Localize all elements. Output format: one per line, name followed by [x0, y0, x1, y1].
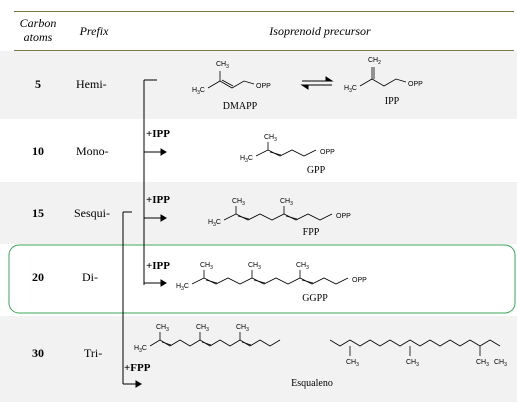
compound-dmapp: DMAPP	[222, 101, 258, 112]
ggpp-ch3-0: CH3	[248, 262, 261, 271]
ggpp-highlight-box	[8, 244, 516, 314]
sq-left-head-ch3: CH3	[156, 324, 169, 333]
fpp-h3c: H3C	[208, 219, 221, 228]
ggpp-head	[191, 270, 205, 285]
sq-right-backbone	[329, 339, 501, 347]
step-ipp-3: +IPP	[146, 260, 170, 272]
prefix-di: Di-	[82, 270, 98, 284]
ipp-chain	[359, 78, 407, 87]
compound-ggpp: GGPP	[302, 293, 328, 304]
ipp-h3c: H3C	[344, 85, 357, 94]
compound-fpp: FPP	[302, 227, 320, 238]
ggpp-backbone	[203, 277, 349, 285]
fpp-head-ch3: CH3	[232, 198, 245, 207]
table-top-rule	[14, 11, 514, 12]
carbon-count-15: 15	[32, 206, 44, 220]
gpp-head	[255, 142, 269, 157]
row-band-hemi	[0, 51, 517, 119]
fpp-backbone	[235, 213, 333, 221]
dmapp-chain	[207, 80, 255, 89]
sq-right-ch3-b: CH3	[406, 359, 419, 368]
header-carbon-atoms: Carbon atoms	[12, 16, 64, 44]
sq-right-ch3-a: CH3	[346, 359, 359, 368]
sq-left-ch3-0: CH3	[196, 324, 209, 333]
compound-esqualeno: Esqualeno	[291, 378, 333, 389]
header-carbon-line2: atoms	[23, 30, 53, 44]
gpp-backbone	[267, 149, 317, 157]
carbon-count-30: 30	[32, 346, 44, 360]
dmapp-h3c: H3C	[192, 87, 205, 96]
compound-ipp: IPP	[384, 96, 400, 107]
step-fpp: +FPP	[124, 362, 151, 374]
step-ipp-1: +IPP	[146, 128, 170, 140]
header-carbon-line1: Carbon	[19, 16, 57, 30]
fpp-head	[223, 206, 237, 221]
pathway-arrows	[122, 76, 334, 388]
sq-left-backbone	[159, 339, 281, 347]
table-header-rule	[14, 50, 514, 51]
gpp-head-ch3: CH3	[264, 134, 277, 143]
fpp-opp: OPP	[336, 213, 351, 220]
carbon-count-5: 5	[35, 77, 41, 91]
ggpp-ch3-1: CH3	[296, 262, 309, 271]
ggpp-head-ch3: CH3	[200, 262, 213, 271]
row-band-sesqui	[0, 182, 517, 244]
sq-left-head	[149, 332, 161, 347]
carbon-count-10: 10	[32, 144, 44, 158]
fpp-ch3-0: CH3	[280, 198, 293, 207]
prefix-hemi: Hemi-	[76, 77, 107, 91]
gpp-h3c: H3C	[240, 155, 253, 164]
header-prefix: Prefix	[79, 24, 109, 38]
header-precursor: Isoprenoid precursor	[269, 24, 371, 38]
ipp-ch2: CH2	[368, 57, 381, 66]
step-ipp-2: +IPP	[146, 194, 170, 206]
sq-right-ch3-c: CH3	[476, 359, 489, 368]
ggpp-opp: OPP	[352, 277, 367, 284]
prefix-mono: Mono-	[76, 144, 109, 158]
sq-left-ch3-1: CH3	[236, 324, 249, 333]
ipp-opp: OPP	[408, 81, 423, 88]
prefix-tri: Tri-	[84, 346, 103, 360]
dmapp-db	[221, 79, 234, 87]
sq-right-tail-ch3: CH3	[494, 359, 507, 368]
carbon-count-20: 20	[32, 270, 44, 284]
gpp-opp: OPP	[320, 149, 335, 156]
compound-gpp: GPP	[306, 165, 326, 176]
row-band-tri	[0, 316, 517, 402]
dmapp-ch3: CH3	[216, 61, 229, 70]
ggpp-h3c: H3C	[176, 283, 189, 292]
sq-left-h3c: H3C	[134, 345, 147, 354]
prefix-sesqui: Sesqui-	[74, 206, 110, 220]
dmapp-opp: OPP	[256, 83, 271, 90]
